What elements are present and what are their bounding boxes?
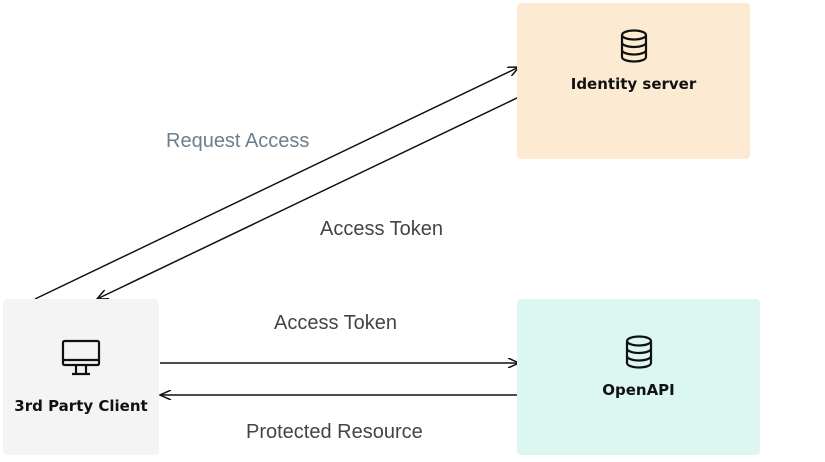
arrow-access-token-return: [97, 96, 520, 299]
openapi-label: OpenAPI: [602, 381, 675, 399]
arrow-request-access: [34, 67, 519, 300]
third-party-client-label: 3rd Party Client: [14, 397, 148, 415]
access-token-send-label: Access Token: [274, 312, 398, 334]
third-party-client-node: 3rd Party Client: [3, 299, 159, 455]
openapi-node: OpenAPI: [517, 299, 760, 455]
protected-resource-label: Protected Resource: [246, 421, 423, 443]
monitor-icon: [61, 339, 101, 377]
database-icon: [624, 335, 654, 369]
identity-server-node: Identity server: [517, 3, 750, 159]
database-icon: [619, 29, 649, 63]
identity-server-label: Identity server: [570, 75, 697, 93]
access-token-return-label: Access Token: [320, 218, 444, 240]
request-access-label: Request Access: [166, 130, 310, 152]
